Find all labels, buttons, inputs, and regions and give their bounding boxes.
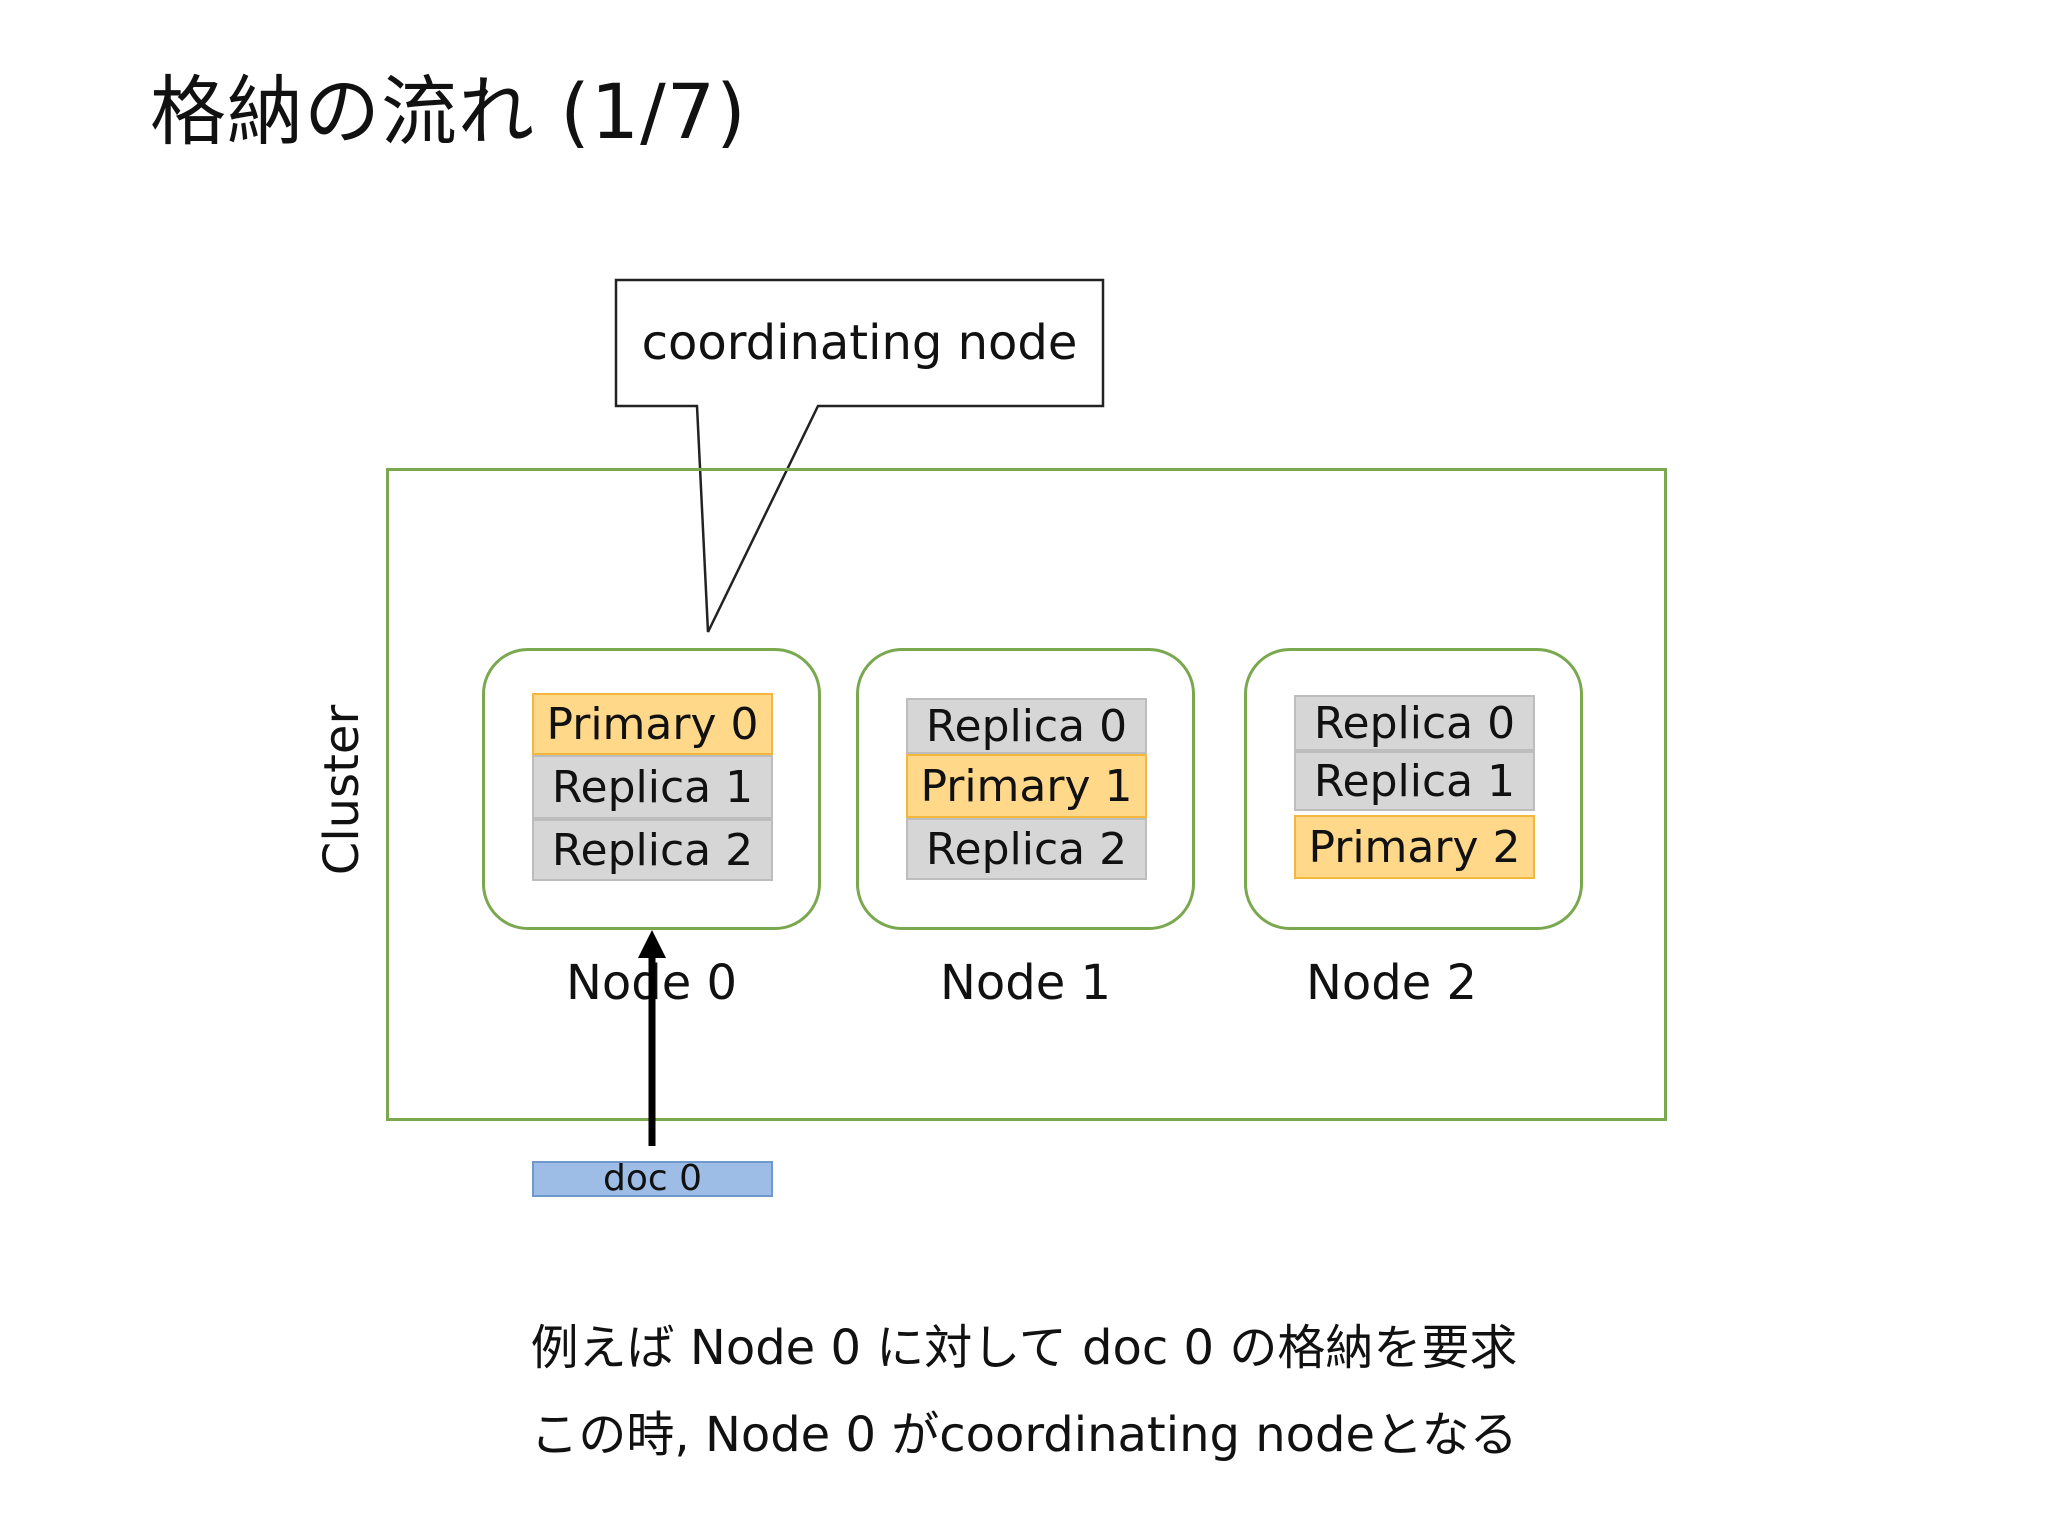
node-0-shard-replica-2: Replica 2	[532, 819, 773, 881]
node-1-shard-replica-0: Replica 0	[906, 698, 1147, 754]
node-1-label: Node 1	[939, 955, 1112, 1011]
node-0-shard-primary-0: Primary 0	[532, 693, 773, 755]
node-0-box: Primary 0 Replica 1 Replica 2	[482, 648, 821, 930]
node-1-shard-primary-1: Primary 1	[906, 754, 1147, 818]
node-2-box: Replica 0 Replica 1 Primary 2	[1244, 648, 1583, 930]
caption-line-1: 例えば Node 0 に対して doc 0 の格納を要求	[530, 1320, 1518, 1376]
node-2-label: Node 2	[1305, 955, 1478, 1011]
node-2-shard-primary-2: Primary 2	[1294, 815, 1535, 879]
cluster-box	[386, 468, 1667, 1121]
doc-0-box: doc 0	[532, 1161, 773, 1197]
node-1-shard-replica-2: Replica 2	[906, 818, 1147, 880]
caption-line-2: この時, Node 0 がcoordinating nodeとなる	[530, 1407, 1518, 1463]
node-0-shard-replica-1: Replica 1	[532, 755, 773, 819]
node-2-shard-replica-0: Replica 0	[1294, 695, 1535, 751]
node-2-shard-replica-1: Replica 1	[1294, 751, 1535, 811]
callout-label: coordinating node	[641, 315, 1078, 371]
node-1-box: Replica 0 Primary 1 Replica 2	[856, 648, 1195, 930]
slide-title: 格納の流れ (1/7)	[150, 67, 747, 156]
